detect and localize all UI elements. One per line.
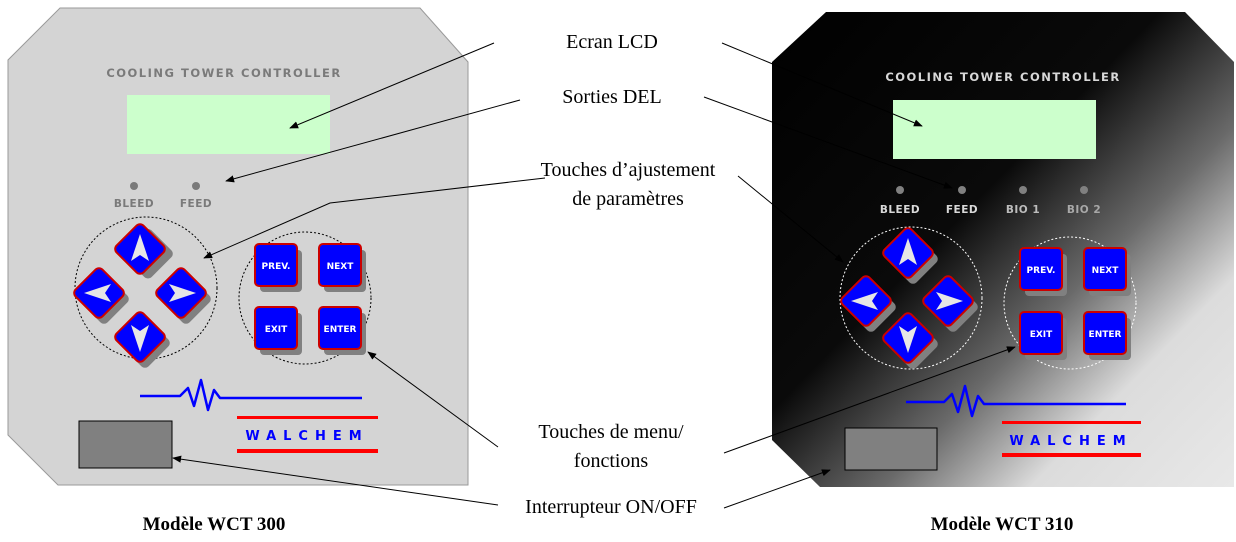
left-arrow-icon — [84, 284, 111, 302]
up-arrow-icon — [899, 238, 917, 265]
callout-menu-keys-line1: Touches de menu/ — [538, 421, 684, 443]
right-controller: COOLING TOWER CONTROLLER BLEED FEED BIO … — [772, 12, 1234, 487]
left-arrow-icon — [851, 292, 878, 310]
left-right-key[interactable] — [154, 266, 213, 326]
left-exit-button[interactable]: EXIT — [254, 306, 302, 355]
left-signal-trace — [140, 378, 362, 412]
left-led-label-bleed: BLEED — [114, 198, 154, 210]
left-led-bleed — [130, 182, 138, 190]
leader-lcd-left — [289, 42, 495, 129]
left-prev-label: PREV. — [262, 262, 291, 272]
left-power-switch[interactable] — [78, 420, 173, 469]
right-exit-label: EXIT — [1030, 330, 1053, 340]
right-arrow-icon — [936, 292, 963, 310]
callout-adjust-keys-line2: de paramètres — [572, 188, 684, 210]
leader-led-right — [703, 96, 953, 189]
right-led-label-bleed: BLEED — [880, 204, 920, 216]
right-enter-label: ENTER — [1089, 330, 1122, 340]
right-controller-title: COOLING TOWER CONTROLLER — [885, 70, 1120, 84]
leader-lcd-right — [721, 42, 923, 127]
right-prev-button[interactable]: PREV. — [1019, 247, 1067, 296]
right-next-button[interactable]: NEXT — [1083, 247, 1131, 296]
right-enter-button[interactable]: ENTER — [1083, 311, 1131, 360]
down-arrow-icon — [899, 326, 917, 353]
left-next-label: NEXT — [327, 262, 355, 272]
right-signal-trace — [906, 384, 1126, 418]
left-controller: COOLING TOWER CONTROLLER BLEED FEED — [7, 7, 469, 486]
right-controller-body — [772, 12, 1234, 487]
right-power-switch[interactable] — [844, 427, 938, 471]
left-controller-body — [7, 7, 469, 486]
left-brand-logo: WALCHEM — [245, 429, 368, 444]
leader-adjust-left — [203, 177, 546, 259]
right-prev-label: PREV. — [1027, 266, 1056, 276]
right-down-key[interactable] — [881, 311, 940, 371]
right-arrow-keys-outline — [839, 226, 983, 370]
left-enter-label: ENTER — [324, 325, 357, 335]
left-up-key[interactable] — [113, 222, 175, 280]
right-led-label-bio1: BIO 1 — [1006, 204, 1040, 216]
left-enter-button[interactable]: ENTER — [318, 306, 366, 355]
left-exit-label: EXIT — [265, 325, 288, 335]
right-arrow-icon — [169, 284, 196, 302]
right-led-label-bio2: BIO 2 — [1067, 204, 1101, 216]
callout-leaders — [172, 42, 1016, 509]
right-led-feed — [958, 186, 966, 194]
leader-menu-left — [367, 351, 499, 448]
up-arrow-icon — [131, 234, 149, 261]
left-prev-button[interactable]: PREV. — [254, 243, 302, 292]
right-brand-logo: WALCHEM — [1009, 434, 1132, 449]
right-right-key[interactable] — [921, 274, 980, 334]
left-brand-bar-bottom — [237, 449, 378, 453]
left-brand-bar-top — [237, 416, 378, 419]
right-led-label-feed: FEED — [946, 204, 978, 216]
left-arrow-keys-outline — [74, 216, 218, 360]
right-led-bio1 — [1019, 186, 1027, 194]
callout-lcd-screen: Ecran LCD — [566, 31, 658, 53]
left-menu-keys-outline — [238, 231, 372, 365]
leader-switch-left — [172, 455, 499, 506]
leader-menu-right — [723, 346, 1016, 454]
right-brand-bar-top — [1002, 421, 1141, 424]
right-brand-bar-bottom — [1002, 453, 1141, 457]
right-next-label: NEXT — [1092, 266, 1120, 276]
right-model-caption: Modèle WCT 310 — [931, 514, 1074, 535]
leader-switch-right — [723, 469, 831, 509]
left-next-button[interactable]: NEXT — [318, 243, 366, 292]
right-left-key[interactable] — [839, 274, 898, 334]
right-menu-keys-outline — [1003, 236, 1137, 370]
left-model-caption: Modèle WCT 300 — [143, 514, 286, 535]
leader-adjust-right — [737, 175, 844, 263]
right-up-key[interactable] — [881, 226, 940, 286]
right-lcd-screen — [893, 100, 1096, 159]
callout-led-outputs: Sorties DEL — [562, 86, 661, 108]
leader-led-left — [225, 99, 521, 183]
left-down-key[interactable] — [113, 310, 172, 370]
left-led-label-feed: FEED — [180, 198, 212, 210]
callout-power-switch: Interrupteur ON/OFF — [525, 496, 697, 518]
left-left-key[interactable] — [72, 266, 131, 326]
callout-adjust-keys-line1: Touches d’ajustement — [541, 159, 716, 181]
left-led-feed — [192, 182, 200, 190]
down-arrow-icon — [131, 325, 149, 352]
left-controller-title: COOLING TOWER CONTROLLER — [106, 66, 341, 80]
right-led-bleed — [896, 186, 904, 194]
right-exit-button[interactable]: EXIT — [1019, 311, 1067, 360]
right-led-bio2 — [1080, 186, 1088, 194]
callout-menu-keys-line2: fonctions — [574, 450, 649, 472]
